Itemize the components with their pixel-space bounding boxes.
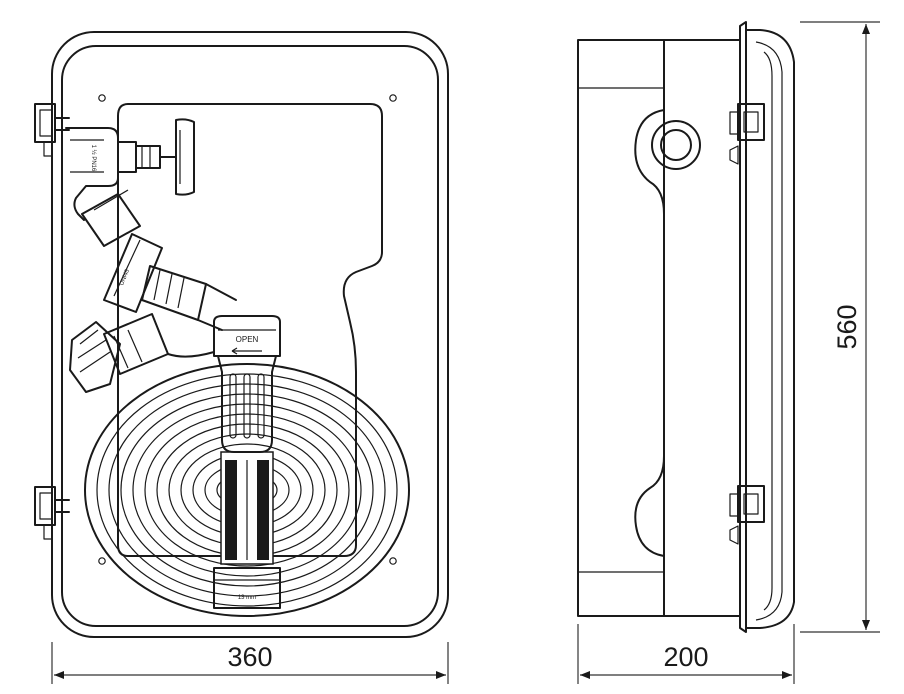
dimension-width: 360 — [51, 642, 449, 684]
valve-mark: 1 ½ PN16 — [90, 145, 97, 172]
side-view — [577, 21, 795, 633]
width-dimension-label: 360 — [227, 642, 272, 672]
side-knockout-inner — [660, 129, 692, 161]
nozzle: OPEN — [213, 315, 281, 453]
height-dimension-label: 560 — [832, 304, 862, 349]
side-profile — [634, 39, 741, 617]
side-hinge-top — [729, 103, 765, 165]
front-inner-frame — [61, 45, 439, 627]
dimension-height: 560 — [800, 21, 880, 633]
hose-strip — [220, 451, 274, 565]
screw-hole-top-right — [389, 94, 397, 102]
hinge-top — [34, 103, 70, 157]
depth-dimension-label: 200 — [663, 642, 708, 672]
nozzle-open-label: OPEN — [236, 335, 259, 344]
front-view: 13 mm OPEN 1 ½ PN16 — [34, 31, 449, 638]
front-outer-shell — [51, 31, 449, 638]
inner-panel — [117, 103, 383, 557]
screw-hole-top-left — [98, 94, 106, 102]
hose-size-label: 13 mm — [238, 595, 256, 601]
coupling-lower — [69, 313, 215, 393]
side-knockout-outer — [651, 120, 701, 170]
hose-coil — [84, 363, 410, 617]
hose-size-label-box: 13 mm — [213, 567, 281, 609]
coupling-upper: UNI45 — [103, 233, 237, 331]
side-door — [739, 21, 747, 633]
coupling-mark: UNI45 — [119, 268, 131, 287]
side-door-front — [745, 29, 795, 629]
side-body — [577, 39, 665, 617]
side-hinge-bottom — [729, 485, 765, 545]
dimension-depth: 200 — [577, 624, 795, 684]
valve-assembly: 1 ½ PN16 — [65, 118, 195, 247]
hinge-bottom — [34, 486, 70, 540]
screw-hole-bottom-right — [389, 557, 397, 565]
screw-hole-bottom-left — [98, 557, 106, 565]
